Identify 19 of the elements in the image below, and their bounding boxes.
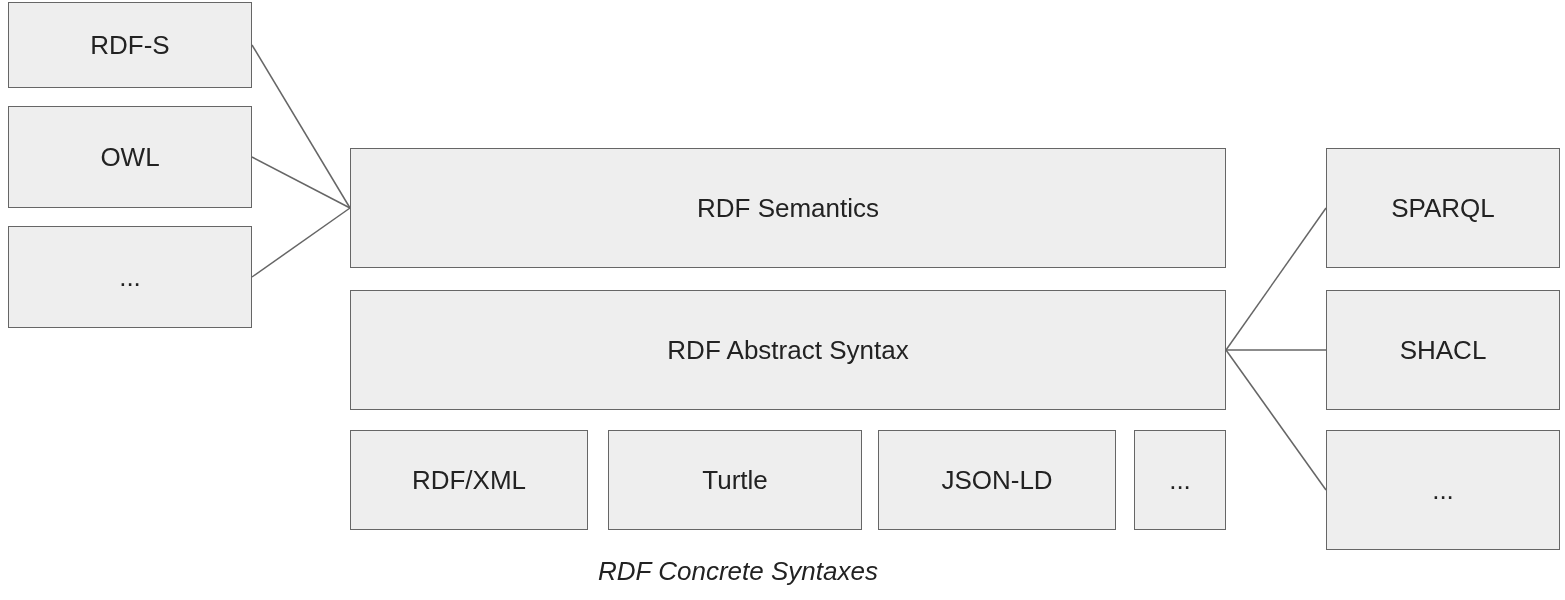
language-box: ... bbox=[1326, 430, 1560, 550]
language-box: ... bbox=[8, 226, 252, 328]
language-box: RDF-S bbox=[8, 2, 252, 88]
syntax-box: RDF/XML bbox=[350, 430, 588, 530]
connector-line bbox=[1225, 349, 1327, 491]
syntax-box: Turtle bbox=[608, 430, 862, 530]
syntax-box: JSON-LD bbox=[878, 430, 1116, 530]
connector-line bbox=[251, 44, 351, 209]
connector-line bbox=[1225, 349, 1327, 351]
language-box: SHACL bbox=[1326, 290, 1560, 410]
layer-box: RDF Abstract Syntax bbox=[350, 290, 1226, 410]
syntax-box: ... bbox=[1134, 430, 1226, 530]
language-box: OWL bbox=[8, 106, 252, 208]
connector-line bbox=[251, 156, 351, 209]
connector-line bbox=[251, 207, 351, 278]
connector-line bbox=[1225, 207, 1327, 351]
language-box: SPARQL bbox=[1326, 148, 1560, 268]
layer-box: RDF Semantics bbox=[350, 148, 1226, 268]
caption-text: RDF Concrete Syntaxes bbox=[597, 556, 879, 587]
